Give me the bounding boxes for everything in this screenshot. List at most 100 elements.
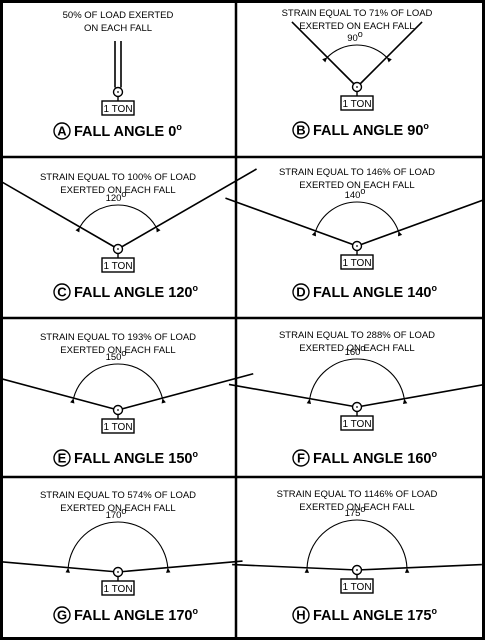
arrowhead-right (402, 398, 408, 404)
ring-dot (356, 569, 358, 571)
panel-title-text: FALL ANGLE 175 (313, 608, 431, 624)
angle-label: 150o (106, 348, 127, 363)
angle-arc (67, 521, 169, 568)
ring-dot (117, 571, 119, 573)
panel-title-text: FALL ANGLE 90 (313, 123, 423, 139)
angle-degree: o (358, 29, 363, 39)
letter-circle (292, 283, 310, 301)
title-degree: o (431, 283, 437, 293)
arrowhead-left (65, 567, 70, 573)
load-label: 1 TON (103, 584, 132, 595)
angle-value: 120 (106, 193, 122, 204)
arrowhead-left (322, 57, 328, 63)
caption-line: STRAIN EQUAL TO 146% OF LOAD (279, 167, 435, 178)
caption-line: EXERTED ON EACH FALL (60, 185, 175, 196)
angle-arc (73, 363, 163, 399)
ring-dot (356, 406, 358, 408)
rope-right (356, 563, 482, 571)
letter-circle (53, 606, 71, 624)
load-label: 1 TON (103, 422, 132, 433)
caption-line: EXERTED ON EACH FALL (60, 503, 175, 514)
load-label: 1 TON (103, 104, 132, 115)
caption-line: 50% OF LOAD EXERTED (63, 10, 174, 21)
panel-f: STRAIN EQUAL TO 288% OF LOAD EXERTED ON E… (228, 330, 485, 467)
ring-dot (117, 409, 119, 411)
rope-left (232, 563, 358, 571)
arrowhead-right (404, 567, 410, 573)
rope-left (291, 21, 358, 88)
angle-degree: o (121, 506, 126, 516)
title-degree: o (431, 449, 437, 459)
angle-label: 140o (345, 186, 366, 201)
title-degree: o (192, 283, 198, 293)
rope-left (225, 197, 358, 247)
caption-line: STRAIN EQUAL TO 288% OF LOAD (279, 330, 435, 341)
panel-title-text: FALL ANGLE 0 (74, 124, 176, 140)
arrowhead-right (161, 398, 166, 404)
panel-title: FALL ANGLE 140o (313, 283, 437, 301)
load-box (340, 578, 374, 594)
ring-dot (356, 86, 358, 88)
rope-left (0, 377, 119, 411)
angle-value: 140 (345, 190, 361, 201)
load-label: 1 TON (342, 582, 371, 593)
arrowhead-left (75, 227, 80, 233)
angle-degree: o (121, 189, 126, 199)
load-box (340, 254, 374, 270)
arrowhead-left (306, 398, 312, 404)
panel-letter: E (58, 451, 67, 466)
arrowhead-right (166, 567, 171, 573)
title-degree: o (431, 606, 437, 616)
caption-line: STRAIN EQUAL TO 193% OF LOAD (40, 332, 196, 343)
letter-circle (292, 121, 310, 139)
load-box (101, 580, 135, 596)
caption-line: EXERTED ON EACH FALL (299, 343, 414, 354)
load-box (340, 415, 374, 431)
caption-line: EXERTED ON EACH FALL (299, 502, 414, 513)
letter-circle (53, 449, 71, 467)
load-label: 1 TON (342, 99, 371, 110)
title-degree: o (192, 606, 198, 616)
rope-right (356, 198, 485, 247)
title-degree: o (423, 121, 429, 131)
panel-title: FALL ANGLE 175o (313, 606, 437, 624)
rope-right (117, 372, 254, 411)
panel-letter: A (57, 124, 67, 139)
panel-letter: B (296, 123, 305, 138)
panel-letter: C (57, 285, 67, 300)
letter-circle (53, 283, 71, 301)
panel-title: FALL ANGLE 120o (74, 283, 198, 301)
load-label: 1 TON (342, 258, 371, 269)
load-box (101, 418, 135, 434)
angle-value: 150 (106, 352, 122, 363)
rope-left (0, 560, 119, 573)
angle-arc (309, 358, 405, 399)
ring-dot (117, 91, 119, 93)
panel-title: FALL ANGLE 0o (74, 122, 182, 140)
letter-circle (292, 606, 310, 624)
caption-line: STRAIN EQUAL TO 100% OF LOAD (40, 172, 196, 183)
letter-circle (53, 122, 71, 140)
angle-arc (326, 44, 388, 58)
rope-left (228, 383, 358, 408)
angle-arc (306, 519, 408, 568)
arrowhead-right (397, 230, 403, 237)
angle-label: 170o (106, 506, 127, 521)
caption-line: ON EACH FALL (84, 23, 152, 34)
panel-g: STRAIN EQUAL TO 574% OF LOAD EXERTED ON E… (0, 490, 243, 624)
title-degree: o (176, 122, 182, 132)
rope-left (0, 179, 119, 250)
angle-degree: o (360, 186, 365, 196)
angle-arc (315, 201, 399, 232)
angle-degree: o (121, 348, 126, 358)
angle-arc (79, 204, 157, 228)
panel-title: FALL ANGLE 150o (74, 449, 198, 467)
caption-line: STRAIN EQUAL TO 574% OF LOAD (40, 490, 196, 501)
letter-circle (292, 449, 310, 467)
panel-title-text: FALL ANGLE 170 (74, 608, 192, 624)
load-box (101, 100, 135, 116)
rope-right (117, 168, 257, 250)
